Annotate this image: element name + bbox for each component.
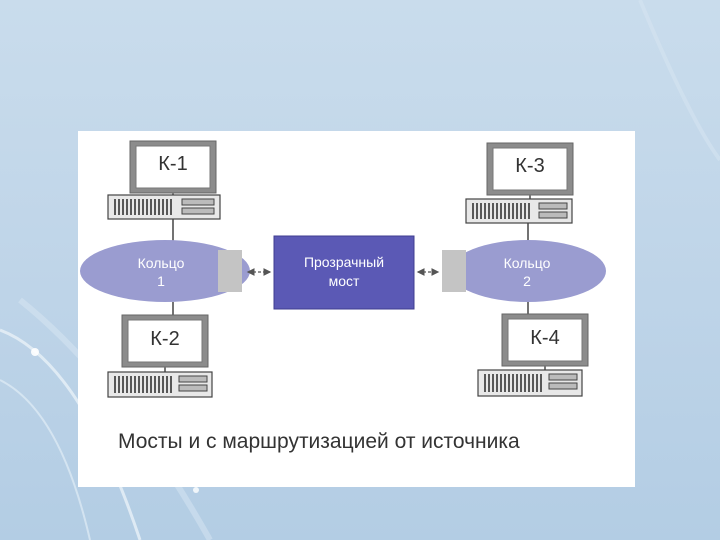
diagram-caption: Мосты и с маршрутизацией от источника <box>118 430 520 453</box>
ring-1-label-line2: 1 <box>157 273 165 289</box>
diagram-panel: К-1 К-3 К-2 К-4 Кольцо 1 Кольцо 2 Прозра… <box>78 131 635 487</box>
bridge-label-line2: мост <box>328 273 360 289</box>
ring-2-label-line2: 2 <box>523 273 531 289</box>
computer-k3 <box>465 142 574 241</box>
ring-2 <box>450 240 606 302</box>
computer-k2 <box>107 302 213 398</box>
label-k2: К-2 <box>150 328 180 350</box>
ring-2-label-line1: Кольцо <box>503 255 551 271</box>
transparent-bridge <box>273 235 415 310</box>
computer-k1 <box>107 140 221 241</box>
bridge-label: Прозрачный мост <box>274 253 414 291</box>
ring-2-label: Кольцо 2 <box>482 254 572 290</box>
label-k3: К-3 <box>515 155 545 177</box>
ring-1 <box>80 240 250 302</box>
ring-1-port <box>218 250 242 292</box>
computer-k4 <box>477 302 589 397</box>
ring-1-label-line1: Кольцо <box>137 255 185 271</box>
network-diagram <box>80 140 606 398</box>
ring-2-port <box>442 250 466 292</box>
bridge-label-line1: Прозрачный <box>303 254 385 270</box>
ring-1-label: Кольцо 1 <box>116 254 206 290</box>
label-k4: К-4 <box>530 327 560 349</box>
label-k1: К-1 <box>158 153 188 175</box>
